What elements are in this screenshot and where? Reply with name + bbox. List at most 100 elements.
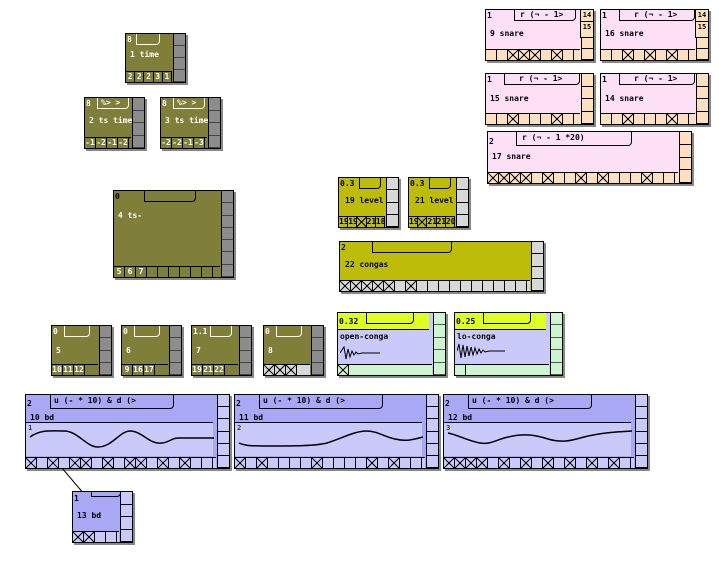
cell[interactable] (634, 50, 645, 60)
scrollbar[interactable] (386, 178, 398, 227)
scrollbar[interactable] (531, 242, 543, 291)
cell[interactable]: -2 (172, 138, 183, 148)
node-5[interactable]: 0 5 10 11 12 (51, 325, 112, 376)
scrollbar[interactable] (169, 326, 181, 375)
cell[interactable] (508, 50, 519, 60)
cell[interactable] (450, 281, 461, 291)
cell[interactable]: 1 (163, 72, 173, 82)
cell[interactable] (257, 458, 268, 468)
cell[interactable] (334, 458, 345, 468)
node-lo-conga[interactable]: 0.25 lo-conga (454, 312, 563, 376)
cell[interactable] (623, 114, 634, 124)
cell[interactable] (472, 281, 483, 291)
cell[interactable]: 19 (339, 217, 349, 227)
scrollbar[interactable] (426, 395, 438, 468)
cell[interactable] (356, 458, 367, 468)
cell[interactable] (323, 458, 334, 468)
cell[interactable]: -2 (118, 138, 129, 148)
scrollbar[interactable] (679, 132, 691, 183)
cell[interactable]: 22 (214, 365, 225, 375)
scrollbar[interactable] (208, 98, 220, 148)
cell[interactable] (191, 267, 202, 277)
cell[interactable] (532, 173, 543, 183)
cell[interactable] (612, 50, 623, 60)
cell[interactable] (620, 173, 631, 183)
cell[interactable] (48, 458, 59, 468)
cell[interactable] (389, 458, 400, 468)
cell[interactable]: 21 (203, 365, 214, 375)
cell[interactable] (499, 458, 510, 468)
cell[interactable] (645, 114, 656, 124)
cell[interactable] (543, 173, 554, 183)
cell[interactable] (678, 114, 689, 124)
cell[interactable]: 19 (409, 217, 419, 227)
cell[interactable]: 12 (74, 365, 85, 375)
cell[interactable] (667, 50, 678, 60)
cell[interactable] (147, 458, 158, 468)
cell[interactable] (362, 281, 373, 291)
cell[interactable]: -3 (194, 138, 205, 148)
cell[interactable] (521, 458, 532, 468)
cell[interactable] (530, 50, 541, 60)
cell[interactable]: -1 (183, 138, 194, 148)
cell[interactable] (114, 458, 125, 468)
cell[interactable] (499, 173, 510, 183)
cell[interactable]: 18 (375, 217, 386, 227)
cell[interactable] (357, 217, 367, 227)
node-3-ts-time[interactable]: 8 %> > 3 ts time -2 -2 -1 -3 (160, 97, 221, 149)
cell[interactable] (530, 114, 541, 124)
cell[interactable] (541, 114, 552, 124)
cell[interactable] (439, 281, 450, 291)
cell[interactable] (497, 114, 508, 124)
cell[interactable] (406, 281, 417, 291)
cell[interactable]: 3 (154, 72, 163, 82)
scrollbar[interactable] (99, 326, 111, 375)
cell[interactable] (59, 458, 70, 468)
cell[interactable]: 2 (144, 72, 154, 82)
cell[interactable] (609, 458, 620, 468)
cell[interactable] (180, 267, 191, 277)
cell[interactable] (505, 281, 516, 291)
cell[interactable] (587, 458, 598, 468)
cell[interactable] (235, 458, 246, 468)
cell[interactable] (103, 458, 114, 468)
cell[interactable] (455, 458, 466, 468)
cell[interactable] (667, 114, 678, 124)
node-1-time[interactable]: 8 1 time 2 2 2 3 1 (125, 33, 186, 83)
cell[interactable] (488, 458, 499, 468)
cell[interactable]: 19 (192, 365, 203, 375)
cell[interactable]: 2 (135, 72, 145, 82)
node-12-bd[interactable]: 2 u (- * 10) & d (> 12 bd 3 (443, 394, 648, 469)
cell[interactable] (268, 458, 279, 468)
cell[interactable] (338, 365, 349, 375)
cell[interactable] (486, 114, 497, 124)
cell[interactable] (565, 173, 576, 183)
cell[interactable] (136, 458, 147, 468)
cell[interactable] (541, 50, 552, 60)
scrollbar[interactable] (433, 313, 445, 375)
cell[interactable] (158, 458, 169, 468)
cell[interactable] (26, 458, 37, 468)
cell[interactable] (510, 173, 521, 183)
cell[interactable] (508, 114, 519, 124)
cell[interactable] (612, 114, 623, 124)
cell[interactable]: 21 (427, 217, 437, 227)
cell[interactable] (598, 458, 609, 468)
cell[interactable] (340, 281, 351, 291)
cell[interactable] (601, 114, 612, 124)
cell[interactable] (125, 458, 136, 468)
cell[interactable] (521, 173, 532, 183)
scrollbar[interactable] (550, 313, 562, 375)
cell[interactable] (264, 365, 275, 375)
scrollbar[interactable] (173, 34, 185, 82)
cell[interactable] (367, 458, 378, 468)
cell[interactable] (345, 458, 356, 468)
cell[interactable] (552, 50, 563, 60)
cell[interactable] (147, 267, 158, 277)
cell[interactable] (565, 458, 576, 468)
cell[interactable] (494, 281, 505, 291)
cell[interactable] (543, 458, 554, 468)
cell[interactable]: 2 (126, 72, 136, 82)
node-10-bd[interactable]: 2 u (- * 10) & d (> 10 bd 1 (25, 394, 230, 469)
cell[interactable] (444, 458, 455, 468)
